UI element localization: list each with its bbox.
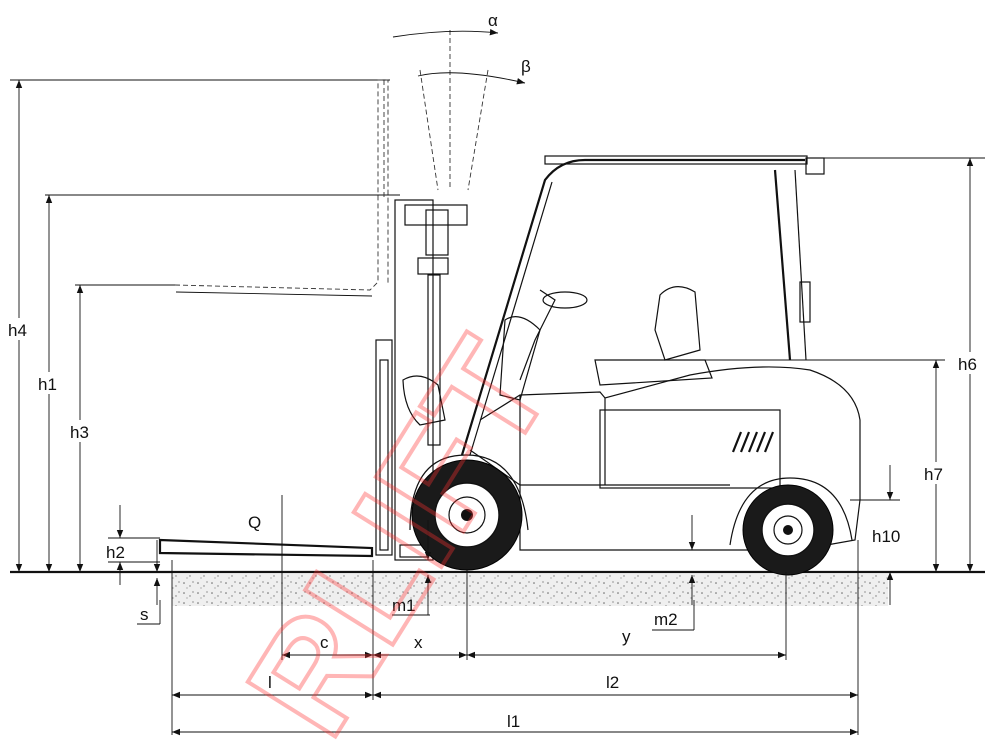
label-h3: h3: [70, 423, 89, 442]
label-m1: m1: [392, 596, 416, 615]
label-alpha: α: [488, 11, 498, 30]
ground: [10, 570, 985, 606]
label-l2: l2: [606, 673, 619, 692]
label-h1: h1: [38, 375, 57, 394]
label-x: x: [414, 633, 423, 652]
label-h6: h6: [958, 355, 977, 374]
ground-clearance: m1 m2: [392, 515, 696, 631]
vent-slots: [731, 431, 775, 453]
right-height-dimensions: h6 h7 h10: [690, 157, 985, 605]
label-h2: h2: [106, 543, 125, 562]
label-beta: β: [521, 57, 531, 76]
lowered-fork: Q: [158, 495, 374, 660]
front-wheel: [411, 459, 523, 571]
label-y: y: [622, 627, 631, 646]
mast: [375, 199, 468, 561]
tilt-angle-marks: α β: [392, 11, 531, 191]
raised-forks: [174, 79, 389, 297]
label-m2: m2: [654, 610, 678, 629]
label-h10: h10: [872, 527, 900, 546]
left-height-dimensions: h4 h1 h3 h2 s: [6, 79, 400, 625]
label-l1: l1: [507, 712, 520, 731]
label-q: Q: [248, 513, 261, 532]
label-h7: h7: [924, 465, 943, 484]
label-s: s: [140, 605, 149, 624]
length-dimensions: c x y l l2 l1: [171, 540, 859, 736]
label-h4: h4: [8, 321, 27, 340]
label-l: l: [268, 673, 272, 692]
rear-wheel: [742, 484, 834, 576]
label-c: c: [320, 633, 329, 652]
truck-body: [399, 155, 861, 558]
